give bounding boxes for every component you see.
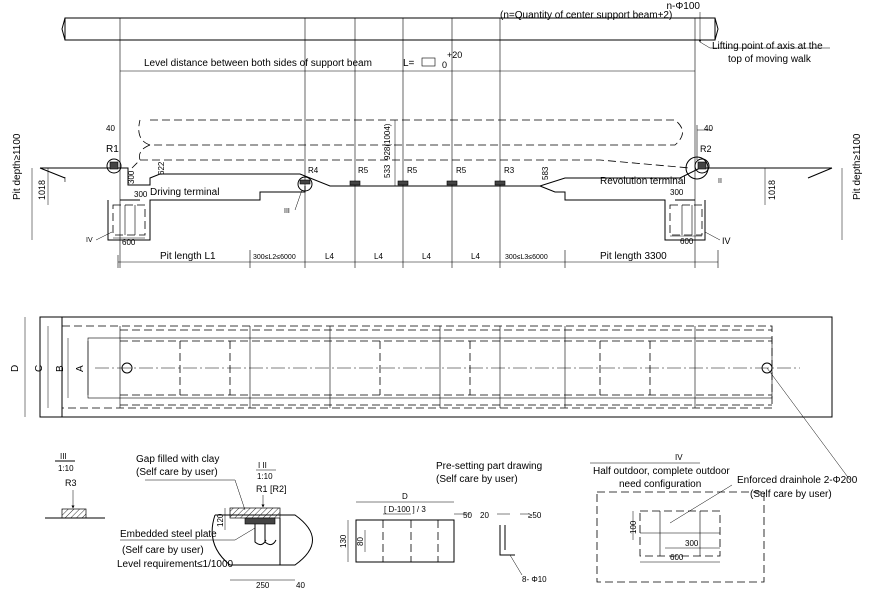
dim-300-horizontal: 300: [134, 190, 148, 199]
dim-300-detail: 300: [685, 539, 699, 548]
level-requirement: Level requirement≤1/1000: [117, 559, 234, 570]
detail-mark-iii: III: [284, 208, 290, 215]
dim-50: 50: [463, 511, 472, 520]
driving-terminal-label: Driving terminal: [150, 187, 219, 198]
r3-label: R3: [504, 166, 515, 175]
pit-depth-right: Pit depth≥1100: [852, 133, 863, 200]
plan-dim-d: D: [10, 365, 21, 372]
dim-600-detail: 600: [670, 553, 684, 562]
r1-label: R1: [106, 144, 119, 155]
length-value-box: [421, 57, 436, 67]
pit-length-3300: Pit length 3300: [600, 251, 667, 262]
dimension-chain: [117, 250, 719, 268]
detail-i-ii-title: I II: [258, 461, 267, 470]
detail-i-ii-r: R1 [R2]: [256, 484, 287, 494]
hole-note-label: (n=Quantity of center support beam+2): [500, 10, 672, 21]
level-distance-label: Level distance between both sides of sup…: [144, 58, 372, 69]
embedded-plate-line1: Embedded steel plate: [120, 529, 217, 540]
dim-l3: 300≤L3≤6000: [505, 254, 548, 261]
dim-l4d: L4: [471, 252, 480, 261]
detail-iii-title: III: [60, 452, 67, 461]
plan-dim-a: A: [75, 365, 86, 372]
section-mark-ii: II: [718, 178, 722, 185]
dim-40-right: 40: [704, 124, 713, 133]
detail-iv-line2: need configuration: [619, 479, 701, 490]
tolerance-plus: +20: [447, 50, 462, 60]
dim-1018-right: 1018: [767, 180, 777, 200]
plan-view: [24, 316, 851, 481]
lifting-point-line2: top of moving walk: [728, 54, 812, 65]
dim-40-left: 40: [106, 124, 115, 133]
dim-8phi10: 8- Φ10: [522, 575, 547, 584]
dim-300-right: 300: [670, 188, 684, 197]
dim-100: 100: [629, 520, 638, 534]
dim-928: 928(1004): [383, 123, 392, 160]
top-truss-band: [61, 17, 719, 268]
dim-583: 583: [541, 166, 550, 180]
dim-622: 622: [157, 161, 166, 175]
dim-250: 250: [256, 581, 270, 590]
detail-iii: [45, 460, 105, 519]
detail-iii-r3: R3: [65, 478, 77, 488]
r5c-label: R5: [456, 166, 467, 175]
drainhole-line2: (Self care by user): [750, 489, 832, 500]
dim-120: 120: [216, 513, 225, 527]
detail-iii-scale: 1:10: [58, 464, 74, 473]
detail-iv: [590, 462, 765, 583]
dim-40-detail: 40: [296, 581, 305, 590]
r2-label: R2: [700, 144, 712, 154]
dim-l4a: L4: [325, 252, 334, 261]
detail-iv-line1: Half outdoor, complete outdoor: [593, 466, 730, 477]
length-symbol: L=: [403, 58, 415, 69]
dim-d-top: D: [402, 492, 408, 501]
hole-spec-label: n-Φ100: [666, 1, 700, 12]
dim-1018-left: 1018: [37, 180, 47, 200]
presetting-title-line1: Pre-setting part drawing: [436, 461, 542, 472]
clay-gap-line1: Gap filled with clay: [136, 454, 219, 465]
detail-mark-iv-right: IV: [722, 236, 731, 246]
dim-130: 130: [339, 534, 348, 548]
drainhole-line1: Enforced drainhole 2-Φ200: [737, 475, 858, 486]
dim-l2: 300≤L2≤6000: [253, 254, 296, 261]
dim-ge50: ≥50: [528, 511, 542, 520]
detail-i-ii: [120, 479, 313, 581]
dim-300-vertical: 300: [127, 170, 136, 184]
r5a-label: R5: [358, 166, 369, 175]
presetting-title-line2: (Self care by user): [436, 474, 518, 485]
revolution-terminal-label: Revolution terminal: [600, 176, 686, 187]
embedded-plate-line2: (Self care by user): [122, 545, 204, 556]
dim-l4c: L4: [422, 252, 431, 261]
dim-533: 533: [383, 164, 392, 178]
dim-20: 20: [480, 511, 489, 520]
presetting-part: [347, 501, 530, 576]
pit-length-l1: Pit length L1: [160, 251, 216, 262]
dim-600-right: 600: [680, 237, 694, 246]
detail-mark-iv-left: IV: [86, 237, 93, 244]
pit-depth-left: Pit depth≥1100: [12, 133, 23, 200]
plan-dim-c: C: [34, 365, 45, 372]
section-mark-i: I: [64, 177, 66, 184]
elevation-view: [39, 119, 833, 241]
r4-label: R4: [308, 166, 319, 175]
clay-gap-line2: (Self care by user): [136, 467, 218, 478]
r5b-label: R5: [407, 166, 418, 175]
dim-d100: [ D-100 ] / 3: [384, 505, 426, 514]
dim-80: 80: [356, 537, 365, 546]
tolerance-zero: 0: [442, 60, 447, 70]
plan-dim-b: B: [55, 365, 66, 372]
detail-iv-title: IV: [675, 453, 683, 462]
lifting-point-line1: Lifting point of axis at the: [712, 41, 823, 52]
dim-l4b: L4: [374, 252, 383, 261]
dim-600-left: 600: [122, 238, 136, 247]
detail-i-ii-scale: 1:10: [257, 472, 273, 481]
